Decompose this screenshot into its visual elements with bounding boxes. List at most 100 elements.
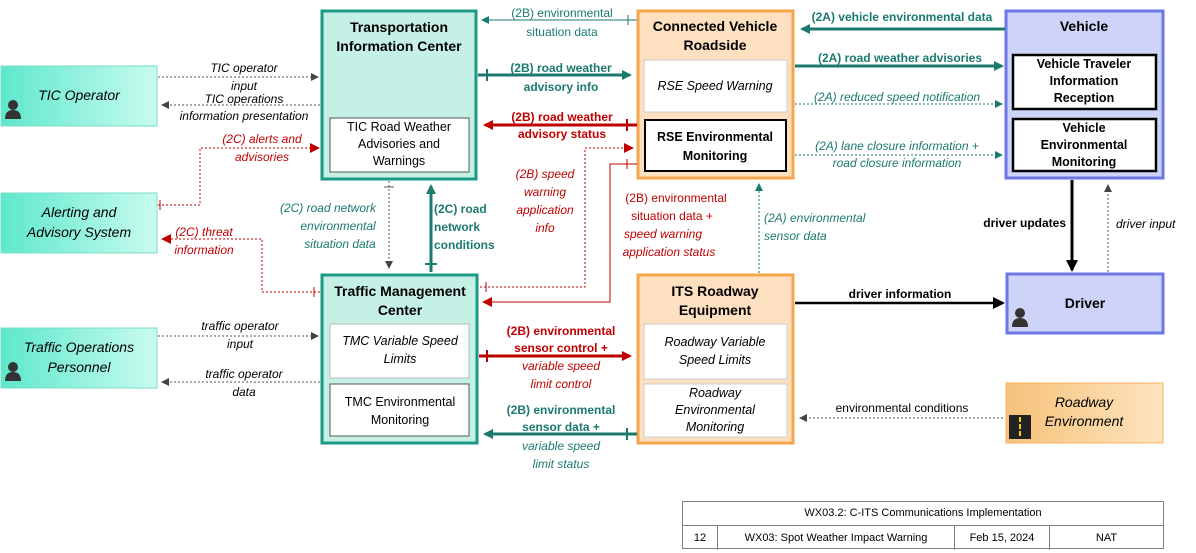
flow-road-network-conditions[interactable]: (2C) road network conditions: [425, 184, 495, 272]
f1-line-2: situation data: [526, 25, 598, 39]
tmc-sub1-line-1: TMC Variable Speed: [342, 334, 459, 348]
f11-line-4: info: [535, 221, 555, 235]
tmc-title-1: Traffic Management: [334, 283, 466, 299]
its-sub1-line-1: Roadway Variable: [665, 335, 766, 349]
tmc-sub2-line-1: TMC Environmental: [345, 395, 455, 409]
vehicle-sub1-line-1: Vehicle Traveler: [1037, 57, 1132, 71]
vehicle-node[interactable]: Vehicle Vehicle Traveler Information Rec…: [1004, 9, 1165, 180]
its-title-2: Equipment: [679, 302, 752, 318]
its-sub2-line-2: Environmental: [675, 403, 756, 417]
flow-env-situation-cvr-to-tic[interactable]: (2B) environmental situation data: [481, 6, 637, 39]
road-icon: [1009, 415, 1031, 439]
person-icon: [1012, 308, 1028, 327]
person-icon: [5, 362, 21, 381]
f10-line-1: (2A) lane closure information +: [815, 139, 979, 153]
footer-page: 12: [683, 526, 718, 550]
cvr-title-1: Connected Vehicle: [653, 18, 778, 34]
f10-line-2: road closure information: [833, 156, 962, 170]
alerting-title-2: Advisory System: [26, 224, 132, 240]
f5-line-2: advisory info: [524, 80, 599, 94]
f8-label: (2A) reduced speed notification: [814, 90, 980, 104]
footer-tag: NAT: [1095, 532, 1118, 544]
vehicle-sub2-line-3: Monitoring: [1052, 155, 1117, 169]
tic-node[interactable]: Transportation Information Center TIC Ro…: [320, 9, 478, 181]
tic-operator-node[interactable]: TIC Operator: [0, 65, 158, 127]
roadenv-title-1: Roadway: [1055, 394, 1114, 410]
footer-table: WX03.2: C-ITS Communications Implementat…: [682, 501, 1164, 550]
f11-line-3: application: [516, 203, 574, 217]
f5-line-1: (2B) road weather: [510, 61, 612, 75]
tops-title-2: Personnel: [47, 359, 111, 375]
its-sub2-line-3: Monitoring: [686, 420, 744, 434]
f19-label: driver information: [849, 287, 952, 301]
flow-vehicle-env-data[interactable]: (2A) vehicle environmental data: [800, 10, 1005, 34]
f18-line-2: information: [174, 243, 234, 257]
tmc-title-2: Center: [378, 302, 423, 318]
f16-label: driver updates: [983, 216, 1066, 230]
flow-driver-updates[interactable]: driver updates: [983, 180, 1078, 272]
tic-title-1: Transportation: [350, 19, 448, 35]
flow-driver-input[interactable]: driver input: [1104, 184, 1176, 272]
tmc-node[interactable]: Traffic Management Center TMC Variable S…: [320, 273, 479, 445]
f23-label: environmental conditions: [836, 401, 969, 415]
alerting-title-1: Alerting and: [41, 204, 118, 220]
flow-env-situation-speed-warning-status[interactable]: (2B) environmental situation data + spee…: [482, 159, 727, 307]
traffic-ops-personnel-node[interactable]: Traffic Operations Personnel: [0, 327, 158, 389]
f3-line-1: TIC operator: [210, 61, 278, 75]
f14-line-1: (2C) road: [434, 202, 487, 216]
alerting-advisory-node[interactable]: Alerting and Advisory System: [0, 192, 158, 254]
its-roadway-node[interactable]: ITS Roadway Equipment Roadway Variable S…: [636, 273, 795, 445]
f11-line-1: (2B) speed: [516, 167, 575, 181]
tic-sub-line-2: Advisories and: [358, 137, 440, 151]
f24-line-1: (2B) environmental: [507, 403, 616, 417]
f3-line-2: input: [231, 79, 258, 93]
driver-title: Driver: [1065, 295, 1106, 311]
flow-driver-information[interactable]: driver information: [795, 287, 1005, 309]
f15-line-1: (2A) environmental: [764, 211, 866, 225]
its-title-1: ITS Roadway: [671, 283, 758, 299]
f22-line-3: variable speed: [522, 359, 600, 373]
flow-tic-operator-input[interactable]: TIC operator input: [158, 61, 319, 93]
flow-road-network-env-situation[interactable]: (2C) road network environmental situatio…: [280, 181, 394, 269]
flow-road-weather-advisories[interactable]: (2A) road weather advisories: [795, 51, 1004, 71]
f12-line-1: (2B) environmental: [625, 191, 726, 205]
flow-env-sensor-control[interactable]: (2B) environmental sensor control + vari…: [479, 324, 632, 391]
flow-env-sensor-data-its-to-tmc[interactable]: (2B) environmental sensor data + variabl…: [483, 403, 637, 471]
f21-line-1: traffic operator: [205, 367, 283, 381]
person-icon: [5, 100, 21, 119]
f7-line-1: (2B) road weather: [511, 110, 613, 124]
flow-environmental-conditions[interactable]: environmental conditions: [799, 401, 1003, 422]
cvr-sub2-line-2: Monitoring: [683, 149, 748, 163]
flow-road-weather-advisory-info[interactable]: (2B) road weather advisory info: [478, 61, 632, 94]
cv-roadside-node[interactable]: Connected Vehicle Roadside RSE Speed War…: [636, 9, 795, 180]
f6-label: (2A) road weather advisories: [818, 51, 982, 65]
f13-line-1: (2C) road network: [280, 201, 377, 215]
f24-line-2: sensor data +: [522, 420, 600, 434]
flow-traffic-operator-data[interactable]: traffic operator data: [161, 367, 320, 399]
f17-label: driver input: [1116, 217, 1176, 231]
flow-traffic-operator-input[interactable]: traffic operator input: [158, 319, 319, 351]
driver-node[interactable]: Driver: [1005, 272, 1165, 335]
tic-sub-line-3: Warnings: [373, 154, 425, 168]
flow-lane-closure-info[interactable]: (2A) lane closure information + road clo…: [795, 139, 1003, 170]
f9-line-1: (2C) alerts and: [222, 132, 302, 146]
flow-tic-operations-presentation[interactable]: TIC operations information presentation: [161, 92, 320, 123]
f20-line-2: input: [227, 337, 254, 351]
footer-date: Feb 15, 2024: [955, 526, 1050, 550]
f22-line-2: sensor control +: [514, 341, 608, 355]
flow-reduced-speed-notification[interactable]: (2A) reduced speed notification: [795, 90, 1003, 108]
tic-operator-title: TIC Operator: [38, 87, 121, 103]
flow-road-weather-advisory-status[interactable]: (2B) road weather advisory status: [483, 110, 637, 141]
its-sub2-line-1: Roadway: [689, 386, 742, 400]
tmc-sub1-line-2: Limits: [384, 352, 417, 366]
flow-threat-information[interactable]: (2C) threat information: [161, 225, 320, 297]
f4-line-2: information presentation: [180, 109, 309, 123]
tmc-sub2-line-2: Monitoring: [371, 413, 429, 427]
flow-alerts-advisories[interactable]: (2C) alerts and advisories: [158, 132, 320, 210]
f7-line-2: advisory status: [518, 127, 606, 141]
flow-env-sensor-data-its-to-cvr[interactable]: (2A) environmental sensor data: [755, 183, 866, 273]
f13-line-2: environmental: [300, 219, 376, 233]
roadway-environment-node[interactable]: Roadway Environment: [1005, 382, 1164, 444]
tic-title-2: Information Center: [336, 38, 462, 54]
flow-speed-warning-app-info[interactable]: (2B) speed warning application info: [480, 143, 634, 292]
